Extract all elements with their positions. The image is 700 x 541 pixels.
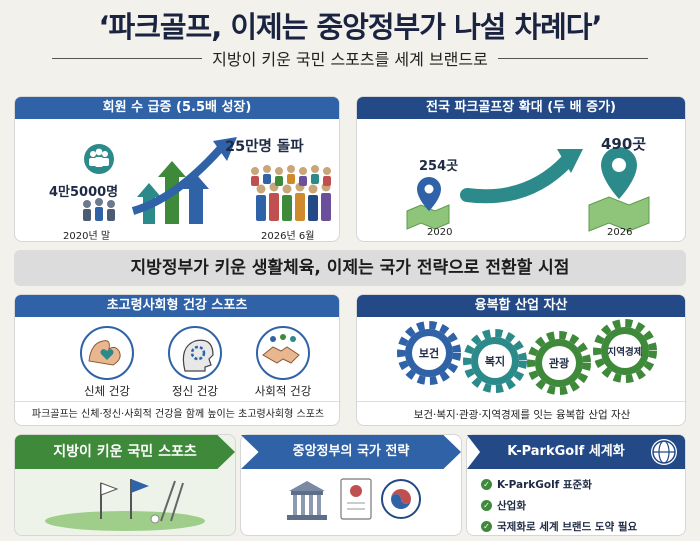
mind-gear-icon [168,326,222,380]
government-icons [287,478,421,520]
gear-label-tourism: 관광 [548,357,570,370]
arrow-label-line2: 가까이 [504,149,534,161]
health-heading: 초고령사회형 건강 스포츠 [15,295,339,317]
members-start-label: 2020년 말 [63,231,111,242]
social-health-label: 사회적 건강 [254,384,312,398]
arrow-label-line3: 확대 [509,161,529,173]
physical-health-label: 신체 건강 [84,384,130,398]
industry-heading: 융복합 산업 자산 [357,295,685,317]
handshake-icon [256,326,310,380]
courses-end-label: 2026 [607,227,633,238]
growth-arrow-icon [460,149,583,204]
emblem-icon [381,479,421,519]
checklist-item: ✓ 산업화 [481,498,637,513]
check-icon: ✓ [481,521,492,532]
members-start-value: 4만5000명 [49,185,119,200]
subtitle-row: 지방이 키운 국민 스포츠를 세계 브랜드로 [0,46,700,70]
checklist-item: ✓ 국제화로 세계 브랜드 도약 필요 [481,519,637,534]
growth-arrows-icon [131,137,237,224]
step1-heading: 지방이 키운 국민 스포츠 [15,435,235,469]
divider-left [52,57,203,59]
strategy-banner: 지방정부가 키운 생활체육, 이제는 국가 전략으로 전환할 시점 [14,250,686,286]
health-caption: 파크골프는 신체·정신·사회적 건강을 함께 높이는 초고령사회형 스포츠 [15,401,341,427]
muscle-heart-icon [80,326,134,380]
step1-panel: 지방이 키운 국민 스포츠 [14,434,236,536]
golf-flags-icon [45,479,205,531]
map-pin-small-icon [406,177,450,230]
courses-panel: 전국 파크골프장 확대 (두 배 증가) 254곳 490곳 두 배 가까이 확… [356,96,686,242]
small-crowd-icon [83,198,115,221]
government-building-icon [287,481,327,520]
industry-caption: 보건·복지·관광·지역경제를 잇는 융복합 산업 자산 [357,401,687,427]
divider-right [497,57,648,59]
step2-heading: 중앙정부의 국가 전략 [241,435,461,469]
checklist-text: K-ParkGolf 표준화 [497,479,592,491]
document-icon [340,478,372,520]
members-end-value: 25만명 돌파 [225,139,304,155]
courses-start-label: 2020 [427,227,453,238]
courses-end-value: 490곳 [601,135,647,153]
mental-health-label: 정신 건강 [172,384,218,398]
courses-heading: 전국 파크골프장 확대 (두 배 증가) [357,97,685,119]
members-graphic [83,137,331,224]
arrow-label-line1: 두 배 [507,137,531,149]
health-panel: 초고령사회형 건강 스포츠 신체 건강 정신 건강 사회적 건강 파크골프는 신… [14,294,341,427]
check-icon: ✓ [481,500,492,511]
check-icon: ✓ [481,479,492,490]
gear-label-welfare: 복지 [484,355,506,368]
checklist-item: ✓ K-ParkGolf 표준화 [481,477,637,492]
page-subtitle: 지방이 키운 국민 스포츠를 세계 브랜드로 [212,50,488,69]
gears-graphic [357,319,687,401]
page-title: ‘파크골프, 이제는 중앙정부가 나설 차례다’ [98,10,603,44]
step3-panel: K-ParkGolf 세계화 ✓ K-ParkGolf 표준화 ✓ 산업화 ✓ 국제화… [466,434,686,536]
map-pin-large-icon [588,147,650,232]
people-icon [89,148,109,167]
checklist-text: 산업화 [497,500,526,512]
arrow-label: 두 배 가까이 확대 [491,137,547,173]
gear-label-economy: 지역경제 [607,347,643,358]
step3-checklist: ✓ K-ParkGolf 표준화 ✓ 산업화 ✓ 국제화로 세계 브랜드 도약 필요 [481,477,637,534]
members-heading: 회원 수 급증 (5.5배 성장) [15,97,339,119]
globe-icon [651,439,677,465]
checklist-text: 국제화로 세계 브랜드 도약 필요 [497,521,638,533]
large-crowd-icon [251,165,331,221]
step3-heading: K-ParkGolf 세계화 [467,435,685,469]
health-icons [80,326,310,380]
gear-label-health: 보건 [418,347,440,360]
courses-graphic [406,147,650,232]
members-end-label: 2026년 6월 [261,231,315,242]
courses-start-value: 254곳 [419,159,459,174]
step2-panel: 중앙정부의 국가 전략 [240,434,462,536]
members-panel: 회원 수 급증 (5.5배 성장) [14,96,340,242]
industry-panel: 융복합 산업 자산 보건 복지 관광 지역경제 보건·복지·관광·지역경제를 잇… [356,294,687,427]
